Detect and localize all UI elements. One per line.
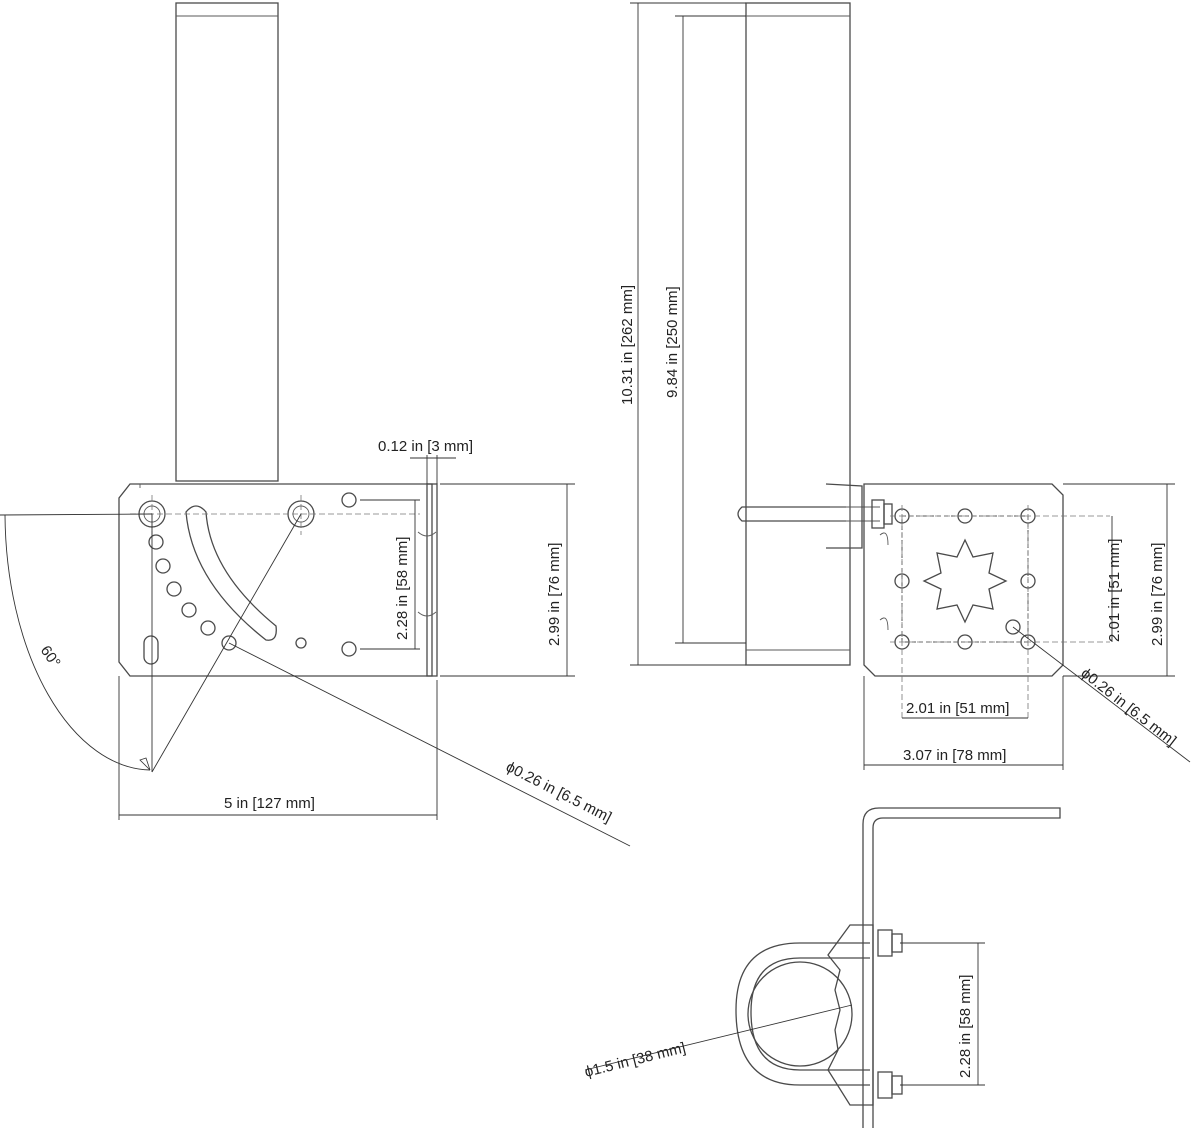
- mount-hole: [341, 492, 357, 508]
- dim-hole-diameter-side: ϕ0.26 in [6.5 mm]: [503, 758, 614, 826]
- dim-plate-height-side: 2.99 in [76 mm]: [546, 543, 563, 646]
- tilt-hole: [221, 635, 237, 651]
- dim-overall-height: 10.31 in [262 mm]: [619, 285, 636, 405]
- nut: [871, 499, 885, 529]
- dim-tilt-angle: 60°: [37, 643, 64, 671]
- pipe-section: [747, 961, 853, 1067]
- nut: [877, 929, 893, 957]
- front-view-ubolt: [737, 506, 846, 522]
- dim-hole-spacing-vertical: 2.01 in [51 mm]: [1106, 539, 1123, 642]
- front-view-plate: [863, 483, 1064, 677]
- dim-plate-width-side: 5 in [127 mm]: [224, 795, 315, 812]
- ubolt: [735, 942, 870, 1086]
- dim-hole-diameter-front: ϕ0.26 in [6.5 mm]: [1078, 665, 1180, 750]
- mount-hole: [295, 637, 307, 649]
- l-bracket: [862, 807, 1061, 1128]
- side-view: 0.12 in [3 mm] 2.28 in [58 mm] 2.99 in […: [0, 2, 631, 847]
- dim-hole-spacing-side: 2.28 in [58 mm]: [394, 537, 411, 640]
- dim-pipe-diameter: ϕ1.5 in [38 mm]: [583, 1039, 687, 1081]
- arc-slot: [185, 505, 277, 641]
- clamp-view: ϕ1.5 in [38 mm] 2.28 in [58 mm]: [583, 807, 1061, 1128]
- tilt-hole: [155, 558, 171, 574]
- dim-pole-length: 9.84 in [250 mm]: [664, 286, 681, 398]
- front-view-clamp: [825, 483, 863, 549]
- tilt-hole: [181, 602, 197, 618]
- mount-hole: [341, 641, 357, 657]
- side-view-flange: [426, 483, 438, 677]
- angle-arc: [4, 514, 151, 771]
- dim-wall-thickness: 0.12 in [3 mm]: [378, 438, 473, 455]
- dim-hole-spacing-horizontal: 2.01 in [51 mm]: [906, 700, 1009, 717]
- dim-ubolt-spacing: 2.28 in [58 mm]: [957, 975, 974, 1078]
- plate-hole: [1005, 619, 1021, 635]
- nut: [883, 503, 893, 525]
- side-view-plate: [118, 483, 433, 677]
- front-view: 10.31 in [262 mm] 9.84 in [250 mm] 2.01 …: [619, 2, 1191, 770]
- tilt-hole: [200, 620, 216, 636]
- dim-plate-height-front: 2.99 in [76 mm]: [1149, 543, 1166, 646]
- tilt-hole: [166, 581, 182, 597]
- clamp-plate: [827, 924, 874, 1106]
- dim-plate-width-front: 3.07 in [78 mm]: [903, 747, 1006, 764]
- nut: [877, 1071, 893, 1099]
- tilt-hole: [148, 534, 164, 550]
- star-cutout: [922, 538, 1008, 624]
- side-view-pole: [175, 2, 279, 482]
- front-view-pole: [745, 2, 851, 666]
- oval-slot: [143, 635, 159, 665]
